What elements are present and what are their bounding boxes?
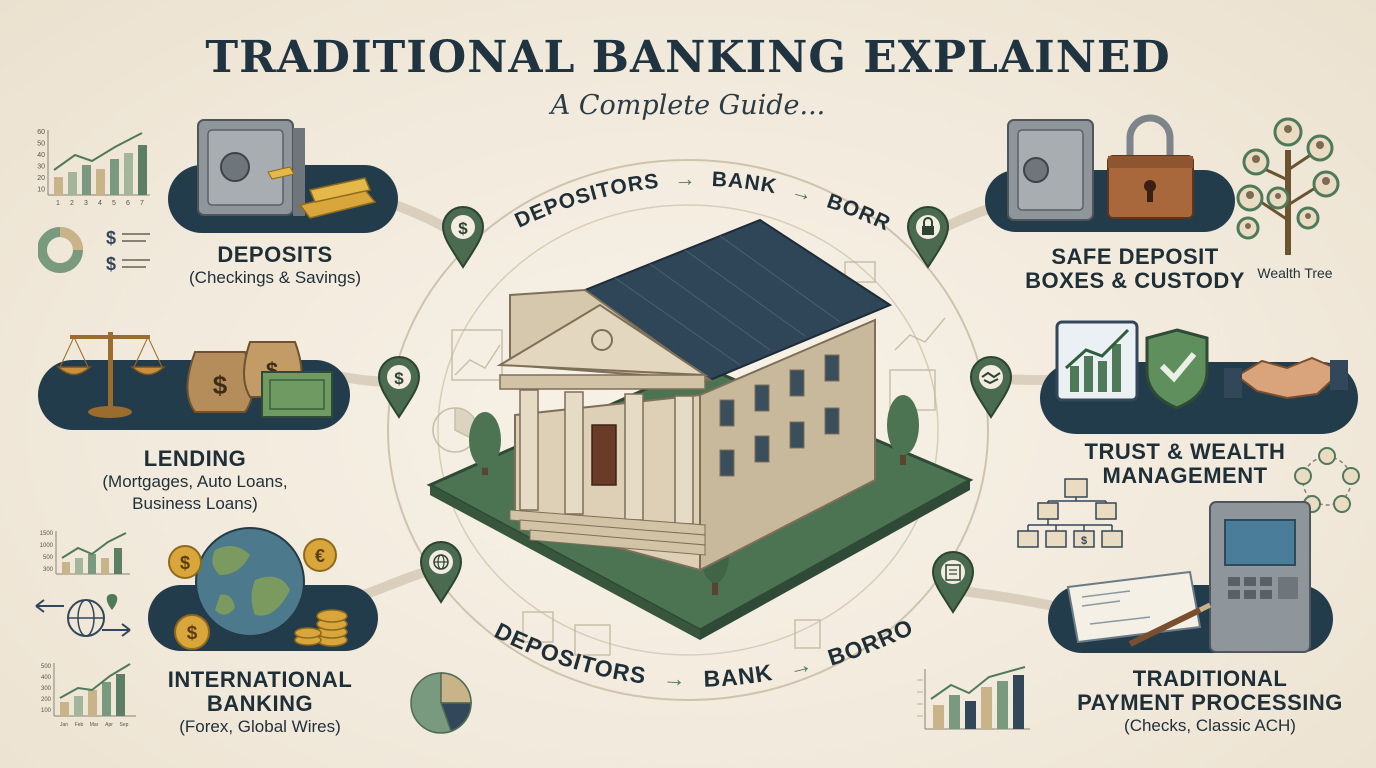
bank-building-illustration xyxy=(426,218,974,640)
pin-payments xyxy=(931,551,975,614)
international-label: INTERNATIONAL BANKING (Forex, Global Wir… xyxy=(140,668,380,738)
tick-label: Apr xyxy=(105,722,113,728)
pin-trust xyxy=(969,356,1013,419)
lending-subtitle-line2: Business Loans) xyxy=(132,494,258,513)
globe-and-coins-icon: $ € $ xyxy=(168,527,348,650)
mini-bar-chart-top-left: 60 50 40 30 20 10 1 2 3 4 5 6 7 xyxy=(37,129,150,207)
deposits-subtitle: (Checkings & Savings) xyxy=(189,268,361,287)
safe-deposit-label: SAFE DEPOSIT BOXES & CUSTODY xyxy=(1010,245,1260,293)
chart-shield-handshake-icon xyxy=(1055,320,1348,410)
svg-text:$: $ xyxy=(187,623,198,644)
international-title-line2: BANKING xyxy=(206,691,314,716)
tick-label: Feb xyxy=(75,722,84,728)
lending-title: LENDING xyxy=(143,446,247,471)
tick-label: 3 xyxy=(84,200,88,207)
tick-label: 300 xyxy=(43,567,54,573)
svg-text:$: $ xyxy=(180,553,190,573)
payments-title-line2: PAYMENT PROCESSING xyxy=(1077,690,1343,715)
tick-label: 100 xyxy=(41,708,52,714)
trust-title-line2: MANAGEMENT xyxy=(1102,463,1268,488)
tick-label: Sep xyxy=(120,722,129,728)
page-title: TRADITIONAL BANKING EXPLAINED xyxy=(205,32,1171,83)
tick-label: 10 xyxy=(37,187,45,194)
pie-chart-icon xyxy=(410,672,472,734)
payments-label: TRADITIONAL PAYMENT PROCESSING (Checks, … xyxy=(1060,667,1360,737)
tick-label: 7 xyxy=(140,200,144,207)
tick-label: 300 xyxy=(41,686,52,692)
tick-label: 2 xyxy=(70,200,74,207)
svg-text:€: € xyxy=(315,546,325,566)
wealth-tree-label: Wealth Tree xyxy=(1257,265,1333,281)
tick-label: 400 xyxy=(41,675,52,681)
page-subtitle: A Complete Guide... xyxy=(550,90,826,121)
international-subtitle: (Forex, Global Wires) xyxy=(179,717,341,736)
svg-text:$: $ xyxy=(213,370,228,400)
international-title-line1: INTERNATIONAL xyxy=(167,667,353,692)
tick-label: 500 xyxy=(43,555,54,561)
svg-text:$: $ xyxy=(1081,535,1087,547)
wealth-tree-illustration xyxy=(1236,117,1340,255)
tick-label: 1500 xyxy=(40,531,54,537)
check-and-atm-icon xyxy=(1066,501,1311,653)
pin-lending: $ xyxy=(377,356,421,419)
trust-label: TRUST & WEALTH MANAGEMENT xyxy=(1060,440,1310,488)
tick-label: 500 xyxy=(41,664,52,670)
safe-and-gold-icon xyxy=(197,119,377,219)
tick-label: 1000 xyxy=(40,543,54,549)
svg-text:$: $ xyxy=(394,369,404,388)
people-cycle-icon xyxy=(1294,447,1360,513)
deposits-title: DEPOSITS xyxy=(217,242,333,267)
tree-left xyxy=(469,412,501,475)
tick-label: Jan xyxy=(60,722,68,728)
mini-line-chart-mid-left: 1500 1000 500 300 xyxy=(40,531,130,575)
tick-label: 60 xyxy=(37,129,45,136)
tick-label: 20 xyxy=(37,175,45,182)
tick-label: 1 xyxy=(56,200,60,207)
tick-label: 4 xyxy=(98,200,102,207)
deposits-label: DEPOSITS (Checkings & Savings) xyxy=(150,243,400,289)
tick-label: 50 xyxy=(37,141,45,148)
pin-international xyxy=(419,541,463,604)
lending-subtitle-line1: (Mortgages, Auto Loans, xyxy=(102,472,288,491)
org-chart-icon: $ xyxy=(1017,478,1123,548)
safe-deposit-title-line2: BOXES & CUSTODY xyxy=(1025,268,1245,293)
tick-label: 5 xyxy=(112,200,116,207)
tick-label: 30 xyxy=(37,164,45,171)
lending-label: LENDING (Mortgages, Auto Loans, Business… xyxy=(60,447,330,515)
safe-deposit-title-line1: SAFE DEPOSIT xyxy=(1051,244,1219,269)
pin-safe-deposit xyxy=(906,206,950,269)
payments-title-line1: TRADITIONAL xyxy=(1132,666,1288,691)
payments-subtitle: (Checks, Classic ACH) xyxy=(1124,716,1296,735)
tick-label: Mar xyxy=(90,722,99,728)
tick-label: 6 xyxy=(126,200,130,207)
trust-title-line1: TRUST & WEALTH xyxy=(1084,439,1286,464)
mini-bar-chart-bottom-right xyxy=(917,666,1030,730)
tree-right xyxy=(887,395,919,465)
tick-label: 40 xyxy=(37,152,45,159)
svg-text:$: $ xyxy=(106,254,116,274)
tick-label: 200 xyxy=(41,697,52,703)
svg-text:$: $ xyxy=(458,219,468,238)
vault-and-lockbox-icon xyxy=(1007,114,1194,221)
scale-and-money-bags-icon: $ $ xyxy=(56,332,333,418)
pin-deposits: $ xyxy=(441,206,485,269)
svg-text:$: $ xyxy=(106,228,116,248)
donut-and-dollar-list: $ $ xyxy=(38,227,150,274)
global-transfer-icon xyxy=(35,594,131,637)
